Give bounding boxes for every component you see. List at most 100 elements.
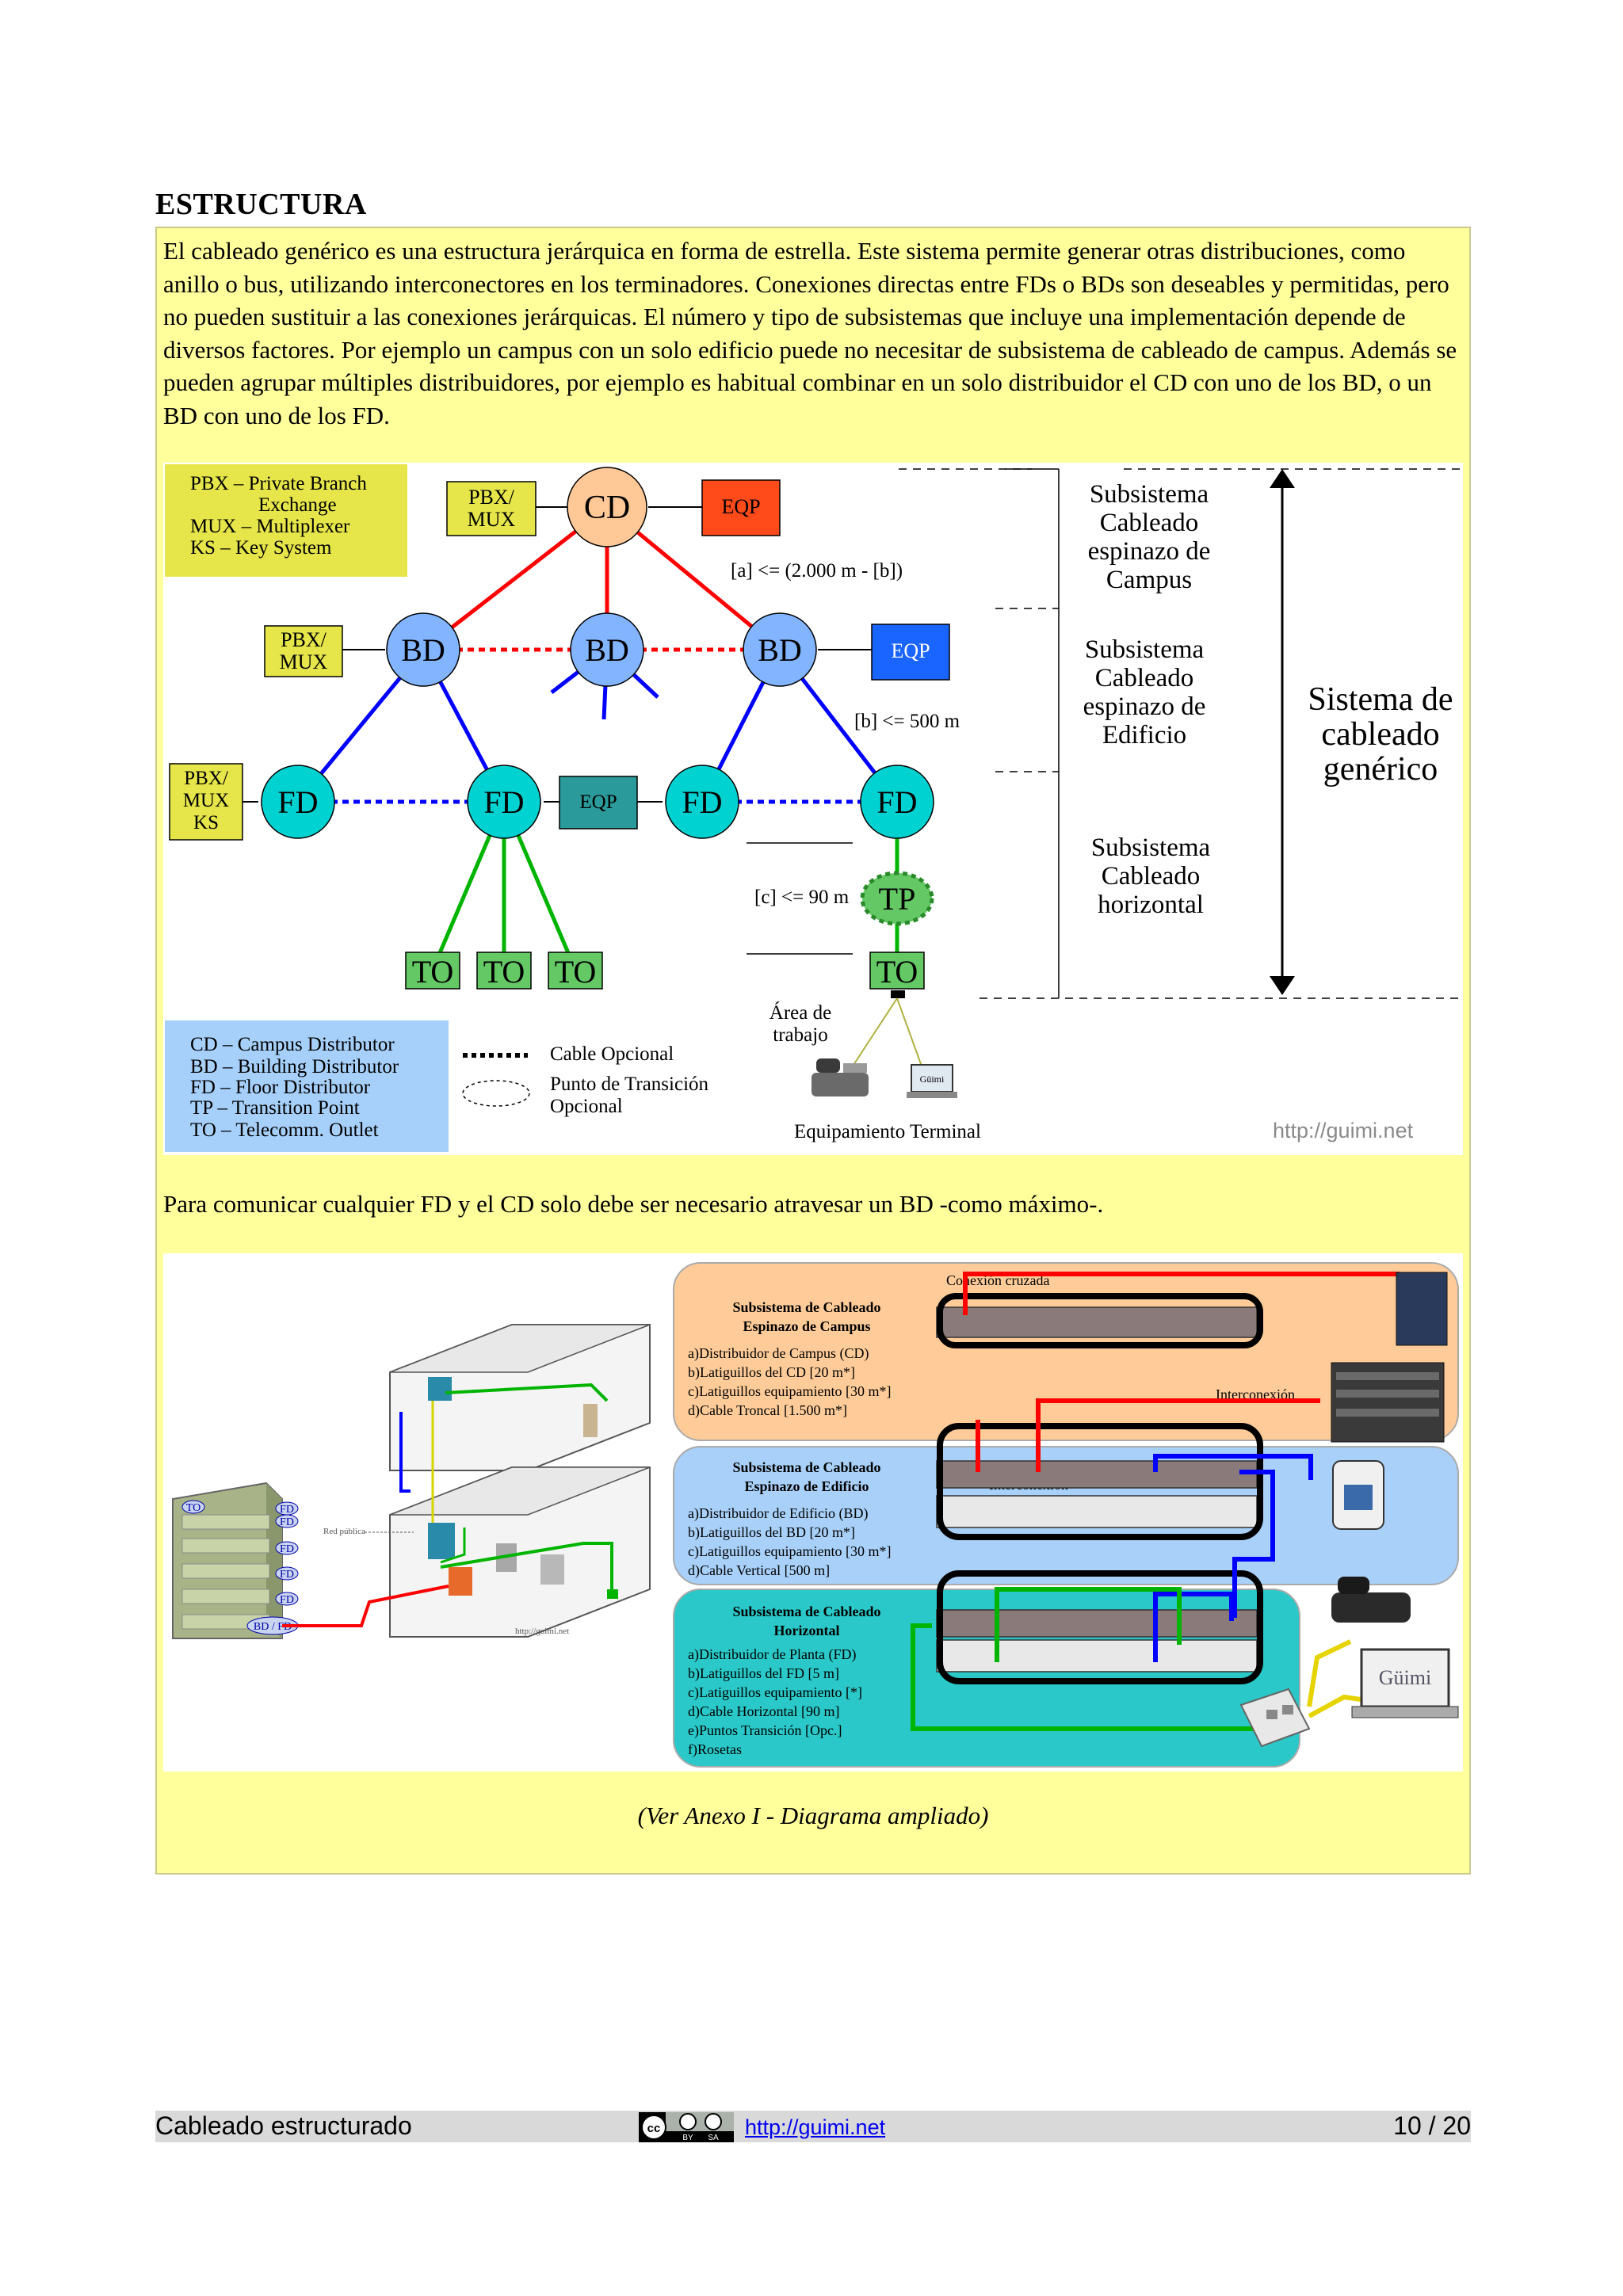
legend-top-line: KS – Key System: [190, 537, 332, 559]
work-area-label: Área de: [769, 1001, 831, 1024]
fd-label: FD: [483, 784, 524, 820]
horizontal-item: c)Latiguillos equipamiento [*]: [688, 1684, 862, 1701]
horizontal-subsystem-label: Cableado: [1102, 862, 1201, 891]
to-node: [548, 952, 603, 990]
to-label: TO: [555, 954, 597, 990]
optional-tp-sample: [462, 1080, 530, 1107]
note-paragraph: Para comunicar cualquier FD y el CD solo…: [163, 1190, 1104, 1218]
campus-cable: [1036, 1398, 1320, 1472]
building-cable: [1153, 1454, 1313, 1480]
to-label: TO: [483, 954, 525, 990]
pbx-label: PBX/: [281, 628, 327, 651]
campus-item: c)Latiguillos equipamiento [30 m*]: [688, 1383, 891, 1400]
eqp-box: [701, 479, 781, 536]
legend-bottom-line: CD – Campus Distributor: [190, 1034, 395, 1055]
building-title: Espinazo de Edificio: [744, 1478, 869, 1494]
bd-node: [570, 612, 644, 687]
fd-node: [261, 765, 335, 839]
wall-outlet-icon: [1239, 1688, 1311, 1748]
campus-title: Espinazo de Campus: [743, 1318, 870, 1334]
patch-panel: [936, 1306, 1258, 1672]
pbx-mux-ks-box: [169, 763, 243, 841]
to-label: TO: [876, 954, 918, 990]
rack-label: FD: [280, 1543, 294, 1555]
horizontal-item: a)Distribuidor de Planta (FD): [688, 1646, 856, 1663]
building-item: b)Latiguillos del BD [20 m*]: [688, 1524, 855, 1541]
to-node: [476, 952, 532, 990]
horizontal-subsystem-label: horizontal: [1098, 891, 1204, 919]
optional-cable-label: Cable Opcional: [550, 1043, 674, 1065]
cross-connect-outline: [937, 1293, 1263, 1684]
rack-label: FD: [280, 1569, 294, 1581]
section-heading: ESTRUCTURA: [155, 188, 367, 221]
server-icon: [1331, 1272, 1448, 1443]
by-label: BY: [682, 2134, 693, 2142]
campus-subsystem-label: espinazo de: [1088, 537, 1211, 566]
patch-cord: [1307, 1639, 1352, 1707]
bd-label: BD: [585, 632, 629, 668]
legend-bottom-line: FD – Floor Distributor: [190, 1077, 371, 1098]
campus-subsystem-label: Subsistema: [1090, 480, 1209, 509]
building-item: c)Latiguillos equipamiento [30 m*]: [688, 1543, 891, 1560]
cd-node: [567, 467, 647, 547]
arrow-up-icon: [1270, 469, 1295, 488]
cc-label: cc: [647, 2122, 661, 2135]
bd-label: BD: [401, 632, 445, 668]
patch-cord: [896, 997, 925, 1074]
legend-top-line: MUX – Multiplexer: [190, 516, 350, 537]
fd-node: [665, 765, 739, 839]
footer-title: Cableado estructurado: [155, 2111, 412, 2140]
bd-label: BD: [758, 632, 802, 668]
fd-label: FD: [876, 784, 917, 820]
fd-node: [467, 765, 541, 839]
system-label: cableado: [1321, 716, 1439, 753]
distance-c: [c] <= 90 m: [754, 887, 850, 908]
building-cable: [1153, 1592, 1234, 1662]
horizontal-subsystem-label: Subsistema: [1091, 833, 1211, 862]
pbx-label: PBX/: [468, 486, 515, 509]
campus-cable: [963, 1272, 1400, 1315]
campus-item: b)Latiguillos del CD [20 m*]: [688, 1364, 855, 1381]
telephone-icon: [812, 1058, 869, 1097]
telephone-icon: [1331, 1577, 1411, 1623]
floor-illustration: [282, 1324, 651, 1638]
access-point-icon: [1332, 1460, 1384, 1530]
optional-tp-label: Punto de Transición: [550, 1074, 709, 1095]
horizontal-title: Horizontal: [774, 1623, 840, 1638]
building-subsystem-label: Cableado: [1095, 664, 1194, 692]
fd-node: [860, 765, 934, 839]
cc-license-icon: cc BY SA: [639, 2112, 734, 2142]
bd-node: [386, 612, 460, 687]
system-label: genérico: [1323, 751, 1438, 788]
footer-link[interactable]: http://guimi.net: [745, 2115, 886, 2139]
figure-caption: (Ver Anexo I - Diagrama ampliado): [637, 1802, 989, 1829]
distance-b: [b] <= 500 m: [854, 711, 960, 732]
building-cable: [1232, 1470, 1275, 1618]
legend-bottom-line: BD – Building Distributor: [190, 1056, 399, 1077]
rack-label: FD: [280, 1516, 294, 1528]
building-item: d)Cable Vertical [500 m]: [688, 1562, 830, 1579]
rack-label: FD: [280, 1594, 294, 1606]
horizontal-title: Subsistema de Cableado: [732, 1604, 880, 1619]
optional-tp-label: Opcional: [550, 1096, 623, 1117]
page-number: 10 / 20: [1393, 2111, 1471, 2140]
eqp-label: EQP: [891, 639, 930, 662]
fd-label: FD: [682, 784, 722, 820]
laptop-icon: Güimi: [1351, 1648, 1459, 1718]
building-subsystem-label: Edificio: [1102, 721, 1186, 749]
page-footer: [155, 2111, 1471, 2142]
laptop-icon: Güimi: [907, 1064, 957, 1098]
ks-label: KS: [193, 812, 219, 833]
legend-bottom-line: TO – Telecomm. Outlet: [190, 1119, 379, 1141]
watermark: http://guimi.net: [1273, 1119, 1414, 1142]
small-watermark: http://guimi.net: [515, 1627, 569, 1636]
eqp-box: [871, 624, 950, 681]
sa-label: SA: [708, 2134, 719, 2142]
bd-node: [743, 612, 817, 687]
outlet-jack: [891, 990, 905, 998]
eqp-box: [559, 776, 638, 830]
rack-label: TO: [186, 1502, 200, 1514]
pbx-label: PBX/: [184, 768, 228, 789]
to-node: [869, 952, 925, 990]
building-subsystem-label: Subsistema: [1085, 635, 1205, 664]
